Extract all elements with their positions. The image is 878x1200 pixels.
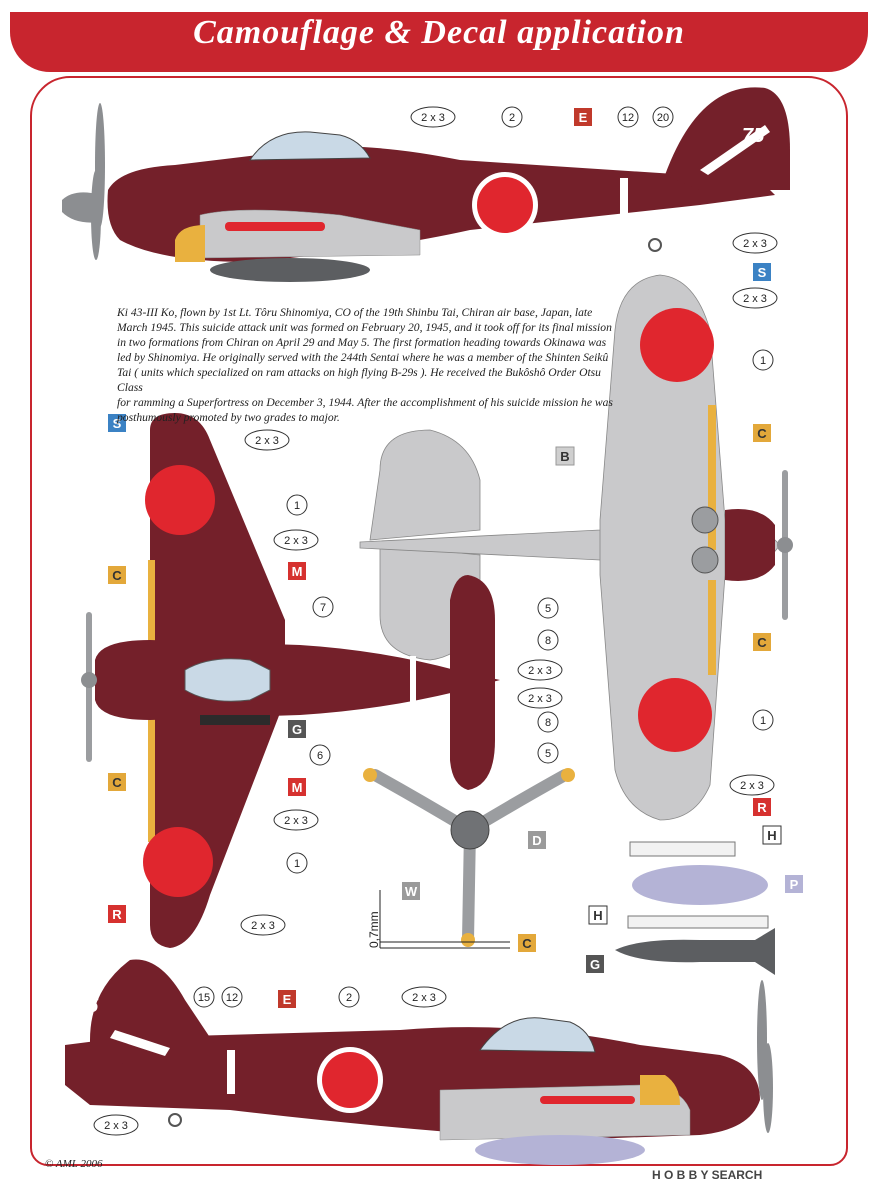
code-G-left: G	[292, 722, 302, 737]
callout-stab-2x3a: 2 x 3	[528, 665, 552, 677]
callout-bottom-15: 15	[198, 992, 210, 1004]
code-D: D	[532, 833, 541, 848]
code-C-right1: C	[757, 426, 767, 441]
callout-left-2x3d: 2 x 3	[251, 920, 275, 932]
copyright: © AML 2006	[45, 1158, 103, 1170]
callout-stab-8b: 8	[545, 717, 551, 729]
description-line: March 1945. This suicide attack unit was…	[117, 321, 612, 334]
code-E-bottom: E	[283, 992, 292, 1007]
ordnance	[615, 841, 775, 975]
propeller-detail	[363, 768, 575, 949]
description-line: for ramming a Superfortress on December …	[117, 396, 613, 409]
callout-left-6: 6	[317, 750, 323, 762]
aircraft-description: Ki 43-III Ko, flown by 1st Lt. Tôru Shin…	[117, 305, 617, 425]
topside-view	[81, 413, 500, 948]
code-S-left: S	[113, 416, 122, 431]
callout-stab-2x3b: 2 x 3	[528, 693, 552, 705]
color-code-boxes: E S S B C C C M G C M R D H P W R H C	[108, 108, 803, 1008]
code-G-bomb: G	[590, 957, 600, 972]
callout-stab-5a: 5	[545, 603, 551, 615]
watermark: H O B B Y SEARCH	[652, 1168, 763, 1182]
callout-right-1a: 1	[760, 355, 766, 367]
code-B: B	[560, 449, 569, 464]
side-view-left: 75	[62, 87, 790, 282]
measure-label: 0,7mm	[367, 911, 381, 948]
callout-bottom-tail-2x3: 2 x 3	[104, 1120, 128, 1132]
callout-left-1b: 1	[294, 858, 300, 870]
callout-left-2x3b: 2 x 3	[284, 535, 308, 547]
description-line: Ki 43-III Ko, flown by 1st Lt. Tôru Shin…	[117, 306, 593, 319]
callout-left-2x3a: 2 x 3	[255, 435, 279, 447]
code-C-right2: C	[757, 635, 767, 650]
code-P: P	[790, 877, 799, 892]
description-line: in two formations from Chiran on April 2…	[117, 336, 607, 349]
code-E-top: E	[579, 110, 588, 125]
callout-bottom-12: 12	[226, 992, 238, 1004]
underside-view	[359, 274, 793, 821]
callout-ovals: 2 x 3 2 12 20 2 x 3 2 x 3 1 1 2 x 3 2 x …	[93, 106, 778, 1136]
callout-top-20: 20	[657, 112, 669, 124]
code-H-1: H	[767, 828, 776, 843]
callout-top-2: 2	[509, 112, 515, 124]
code-M-left1: M	[292, 564, 303, 579]
callout-top-2x3: 2 x 3	[421, 112, 445, 124]
callout-right-2x3a: 2 x 3	[743, 293, 767, 305]
page-frame	[30, 76, 848, 1166]
code-W: W	[405, 884, 418, 899]
callout-top-12: 12	[622, 112, 634, 124]
callout-right-1b: 1	[760, 715, 766, 727]
callout-left-7: 7	[320, 602, 326, 614]
callout-top-tail-2x3: 2 x 3	[743, 238, 767, 250]
callout-bottom-2: 2	[346, 992, 352, 1004]
code-R-left: R	[112, 907, 122, 922]
title-banner	[10, 12, 868, 72]
code-C-left2: C	[112, 775, 122, 790]
description-line: Tai ( units which specialized on ram att…	[117, 366, 601, 394]
tail-number-bottom: 75	[76, 995, 99, 1017]
description-line: led by Shinomiya. He originally served w…	[117, 351, 609, 364]
code-C-left1: C	[112, 568, 122, 583]
tail-number-top: 75	[742, 125, 765, 147]
callout-left-2x3c: 2 x 3	[284, 815, 308, 827]
page-title: Camouflage & Decal application	[193, 14, 685, 51]
code-M-left2: M	[292, 780, 303, 795]
code-C-prop: C	[522, 936, 532, 951]
code-H-2: H	[593, 908, 602, 923]
callout-stab-8a: 8	[545, 635, 551, 647]
code-R-right: R	[757, 800, 767, 815]
callout-left-1a: 1	[294, 500, 300, 512]
callout-right-2x3b: 2 x 3	[740, 780, 764, 792]
callout-bottom-2x3: 2 x 3	[412, 992, 436, 1004]
callout-stab-5b: 5	[545, 748, 551, 760]
side-view-right: 75	[65, 959, 773, 1165]
description-line: posthumously promoted by two grades to m…	[117, 411, 340, 424]
code-S-right: S	[758, 265, 767, 280]
